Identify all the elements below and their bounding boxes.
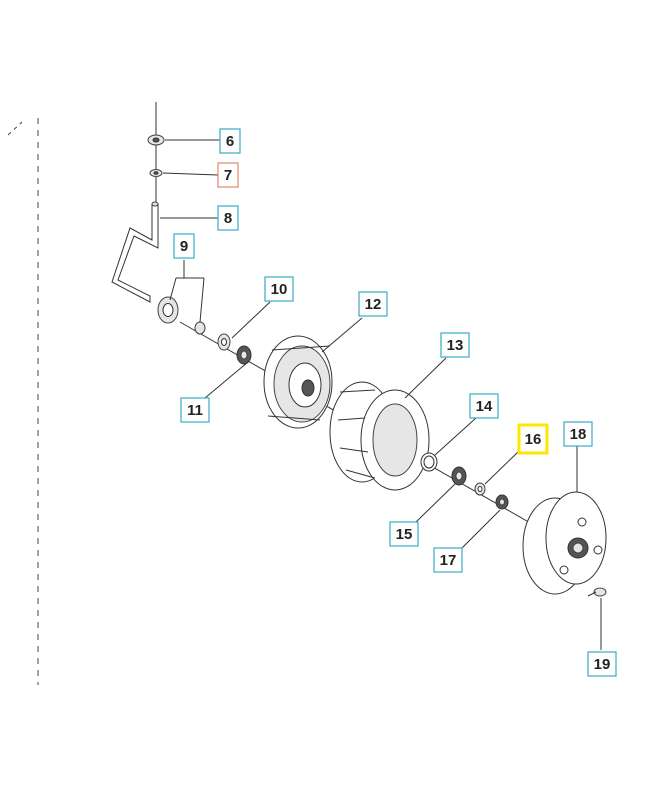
callout-13[interactable]: 13 — [440, 332, 470, 358]
callout-16[interactable]: 16 — [517, 423, 549, 455]
screw-part-19[interactable] — [587, 587, 607, 597]
leader-lines — [160, 139, 602, 650]
svg-text:6: 6 — [226, 133, 234, 150]
callout-17[interactable]: 17 — [433, 547, 463, 573]
axle-rod-part-8[interactable] — [111, 201, 159, 303]
svg-text:15: 15 — [396, 526, 413, 543]
svg-text:8: 8 — [224, 210, 232, 227]
svg-text:14: 14 — [476, 398, 493, 415]
hub-cap-part-18[interactable] — [522, 491, 607, 595]
bearing-part-15[interactable] — [451, 466, 467, 486]
svg-text:13: 13 — [447, 337, 464, 354]
svg-text:18: 18 — [570, 426, 587, 443]
callout-18[interactable]: 18 — [563, 421, 593, 447]
callout-7[interactable]: 7 — [217, 162, 239, 188]
callout-9[interactable]: 9 — [173, 233, 195, 259]
callout-6[interactable]: 6 — [219, 128, 241, 154]
gear-hub-part-12[interactable] — [263, 335, 333, 429]
svg-text:16: 16 — [525, 431, 542, 448]
callout-8[interactable]: 8 — [217, 205, 239, 231]
svg-text:19: 19 — [594, 656, 611, 673]
washer-part-6[interactable] — [147, 134, 165, 146]
callout-10[interactable]: 10 — [264, 276, 294, 302]
callout-15[interactable]: 15 — [389, 521, 419, 547]
corner-dash — [7, 121, 23, 136]
tire-part-13[interactable] — [329, 381, 430, 491]
svg-text:11: 11 — [187, 402, 203, 419]
washer-part-16[interactable] — [474, 482, 486, 496]
bearing-part-11[interactable] — [236, 345, 252, 365]
ring-part-14[interactable] — [420, 452, 438, 472]
callout-14[interactable]: 14 — [469, 393, 499, 419]
svg-text:9: 9 — [180, 238, 188, 255]
svg-text:17: 17 — [440, 552, 457, 569]
washer-part-10[interactable] — [217, 333, 231, 351]
bushing-part-9[interactable] — [157, 296, 206, 335]
washer-part-7[interactable] — [149, 169, 163, 177]
svg-text:7: 7 — [224, 167, 232, 184]
nut-part-17[interactable] — [495, 494, 509, 510]
svg-text:10: 10 — [271, 281, 288, 298]
svg-text:12: 12 — [365, 296, 382, 313]
callout-11[interactable]: 11 — [180, 397, 210, 423]
callout-12[interactable]: 12 — [358, 291, 388, 317]
callout-19[interactable]: 19 — [587, 651, 617, 677]
